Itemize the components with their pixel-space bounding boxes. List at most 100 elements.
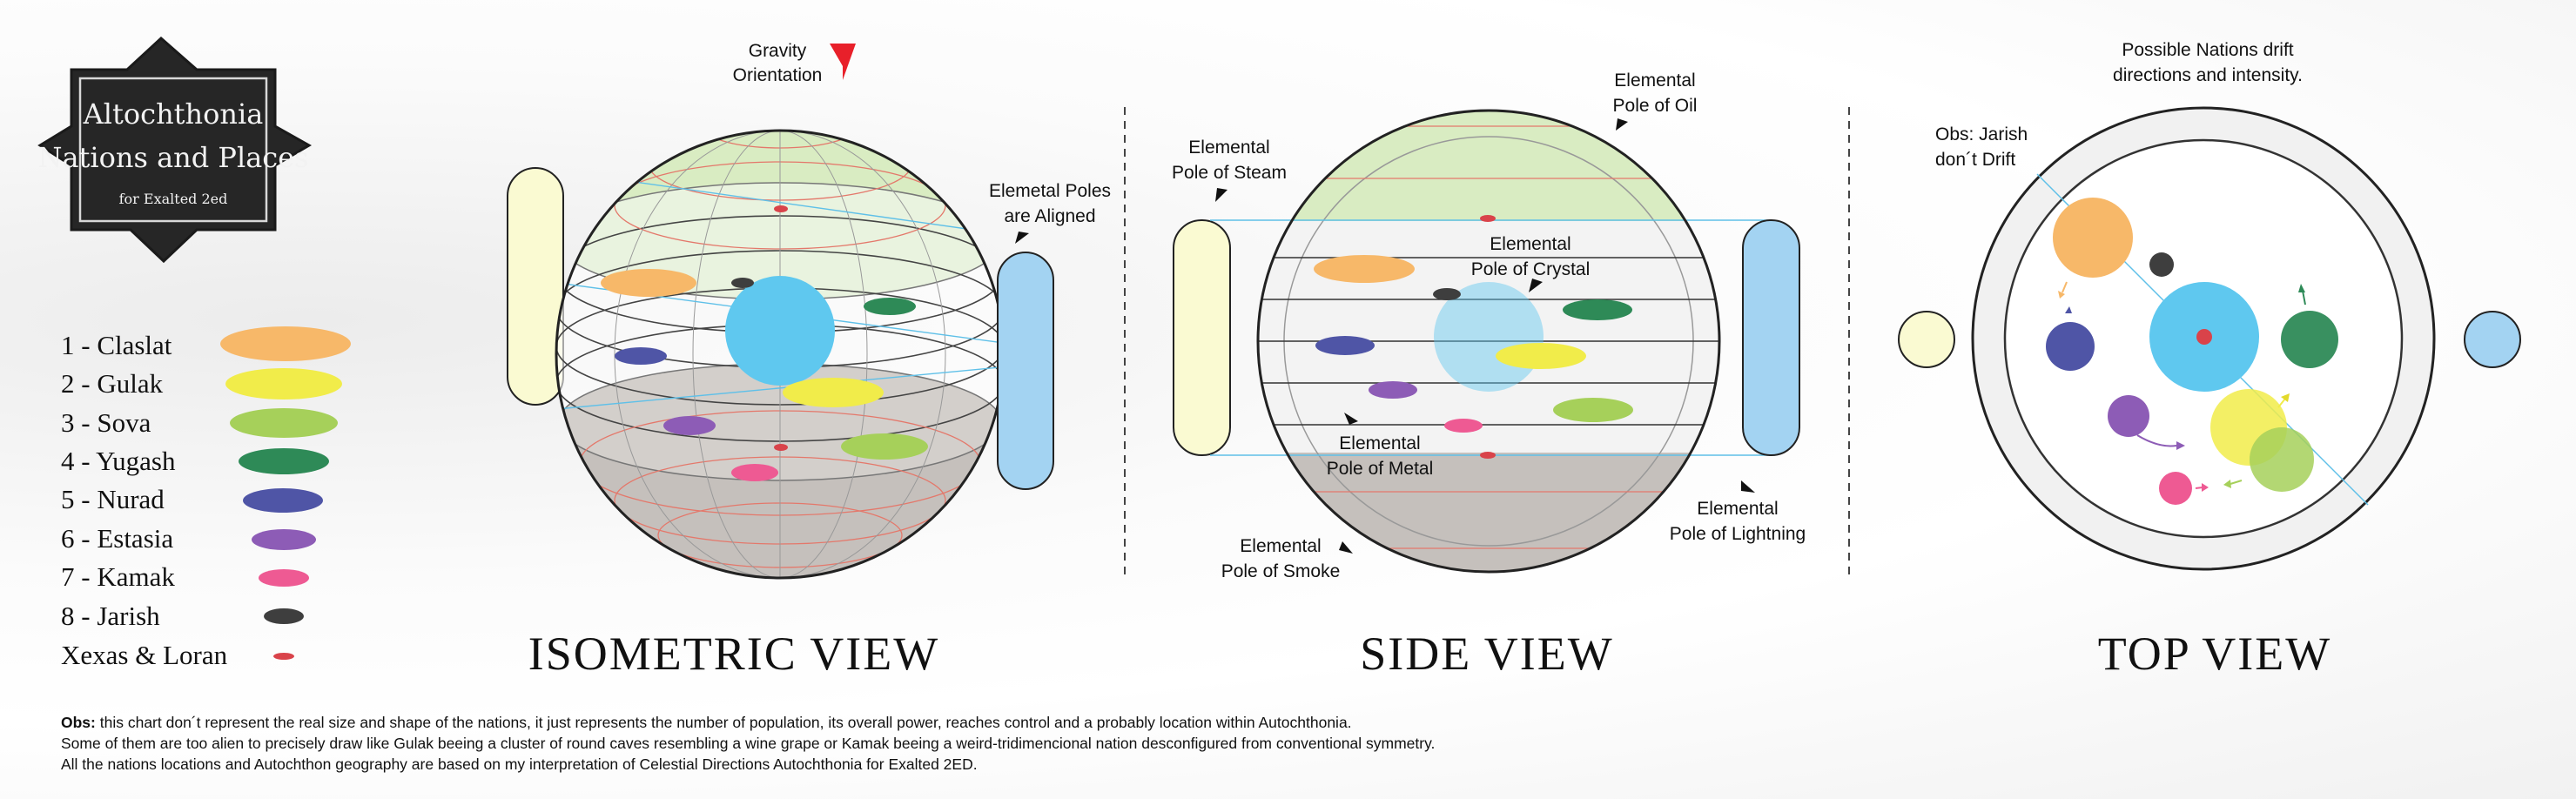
isometric-view-title: ISOMETRIC VIEW: [528, 628, 939, 680]
pointer-arrow-icon: [1215, 188, 1227, 202]
pole-blue: [2464, 311, 2521, 368]
legend-label: 4 - Yugash: [61, 446, 176, 476]
legend-label: 2 - Gulak: [61, 368, 164, 399]
nation-claslat: [1314, 255, 1415, 283]
nation-nurad: [1315, 336, 1375, 355]
jarish-note-line1: Obs: Jarish: [1935, 124, 2028, 144]
drift-arrow-icon: [2136, 434, 2177, 447]
footnote-line: Obs: this chart don´t represent the real…: [61, 712, 2150, 733]
pointer-arrow-icon: [1529, 279, 1543, 292]
jarish-note-line2: don´t Drift: [1935, 150, 2015, 170]
pointer-arrow-icon: [1339, 541, 1353, 554]
legend: 1 - Claslat 2 - Gulak 3 - Sova 4 - Yugas…: [61, 326, 351, 670]
oil-label-line2: Pole of Oil: [1613, 96, 1698, 116]
legend-item: 3 - Sova: [61, 407, 338, 438]
legend-swatch: [243, 488, 323, 513]
gravity-label-line2: Orientation: [733, 65, 823, 85]
nation-nurad: [615, 347, 667, 365]
drift-arrow-icon: [2277, 398, 2286, 408]
center-core: [725, 276, 835, 386]
pole-yellow: [1173, 219, 1231, 456]
legend-swatch: [259, 569, 309, 587]
nation-estasia: [1369, 381, 1417, 399]
drift-arrow-icon: [2195, 487, 2203, 489]
nation-xexas: [1480, 215, 1496, 222]
crystal-label-line1: Elemental: [1490, 234, 1570, 254]
footnote-bold: Obs:: [61, 714, 96, 731]
footnote-text: this chart don´t represent the real size…: [95, 714, 1352, 731]
legend-label: 1 - Claslat: [61, 330, 172, 360]
drift-arrow-icon: [2230, 480, 2243, 485]
legend-label: 6 - Estasia: [61, 523, 173, 554]
legend-label: 7 - Kamak: [61, 561, 175, 592]
pointer-arrow-icon: [1015, 232, 1029, 244]
top-view-title: TOP VIEW: [2098, 628, 2332, 680]
nation-kamak: [2159, 472, 2192, 505]
nation-loran: [1480, 452, 1496, 459]
legend-item: 7 - Kamak: [61, 561, 309, 592]
drift-arrow-icon: [2058, 291, 2065, 299]
nation-claslat: [2053, 198, 2133, 278]
drift-arrow-icon: [2298, 284, 2305, 292]
grey-band: [1258, 453, 1719, 572]
legend-label: 3 - Sova: [61, 407, 151, 438]
legend-item: 2 - Gulak: [61, 368, 342, 400]
drift-label-line2: directions and intensity.: [2113, 65, 2303, 85]
drift-arrow-icon: [2061, 281, 2068, 293]
legend-swatch: [220, 326, 351, 361]
lightning-label-line2: Pole of Lightning: [1670, 524, 1806, 544]
legend-swatch: [264, 608, 304, 624]
legend-item: 5 - Nurad: [61, 484, 323, 514]
legend-item: 6 - Estasia: [61, 523, 316, 554]
legend-item: 4 - Yugash: [61, 446, 329, 476]
nation-yugash: [1563, 299, 1632, 320]
pole-blue: [997, 252, 1054, 490]
nation-gulak: [1496, 343, 1586, 369]
nation-jarish: [731, 278, 754, 288]
sphere-outline: [1256, 109, 1721, 574]
badge-title-line1: Altochthonia: [83, 97, 264, 131]
nation-yugash: [864, 298, 916, 315]
nation-nurad: [2046, 322, 2095, 371]
crystal-label-line2: Pole of Crystal: [1471, 259, 1591, 279]
legend-item: Xexas & Loran: [61, 640, 294, 670]
side-view-title: SIDE VIEW: [1360, 628, 1613, 680]
legend-item: 1 - Claslat: [61, 326, 351, 361]
nation-loran: [774, 444, 788, 451]
drift-arrow-icon: [2202, 483, 2209, 492]
nation-estasia: [663, 416, 716, 435]
nation-xexas: [2196, 329, 2212, 345]
legend-label: Xexas & Loran: [61, 640, 228, 670]
legend-swatch: [230, 408, 338, 438]
isometric-view: Gravity Orientation Elemetal Poles are A…: [507, 41, 1111, 680]
metal-label-line1: Elemental: [1339, 433, 1420, 453]
legend-label: 5 - Nurad: [61, 484, 165, 514]
nation-gulak: [783, 378, 884, 407]
legend-swatch: [225, 368, 342, 400]
legend-label: 8 - Jarish: [61, 601, 160, 631]
poles-aligned-label-line2: are Aligned: [1004, 206, 1095, 226]
nation-jarish: [2149, 252, 2174, 277]
side-view: Elemental Pole of Steam Elemental Pole o…: [1172, 70, 1806, 680]
nation-kamak: [1444, 419, 1483, 433]
footnote-line: All the nations locations and Autochthon…: [61, 755, 978, 773]
badge-inner-border: [78, 77, 268, 223]
drift-arrow-icon: [2065, 306, 2072, 313]
nation-sova: [2250, 427, 2314, 492]
drift-arrow-icon: [2223, 480, 2231, 488]
pole-yellow: [507, 167, 564, 406]
drift-arrow-icon: [2281, 393, 2290, 402]
badge-title-line2: Nations and Places: [37, 141, 308, 174]
legend-swatch: [252, 529, 316, 550]
pointer-arrow-icon: [1344, 413, 1358, 425]
smoke-label-line2: Pole of Smoke: [1221, 561, 1341, 581]
drift-arrow-icon: [2176, 441, 2185, 450]
nation-kamak: [731, 464, 778, 481]
nation-jarish: [1433, 288, 1461, 300]
lightning-label-line1: Elemental: [1697, 499, 1778, 519]
nation-xexas: [774, 205, 788, 212]
gravity-label-line1: Gravity: [749, 41, 807, 61]
steam-label-line2: Pole of Steam: [1172, 163, 1287, 183]
legend-item: 8 - Jarish: [61, 601, 304, 631]
